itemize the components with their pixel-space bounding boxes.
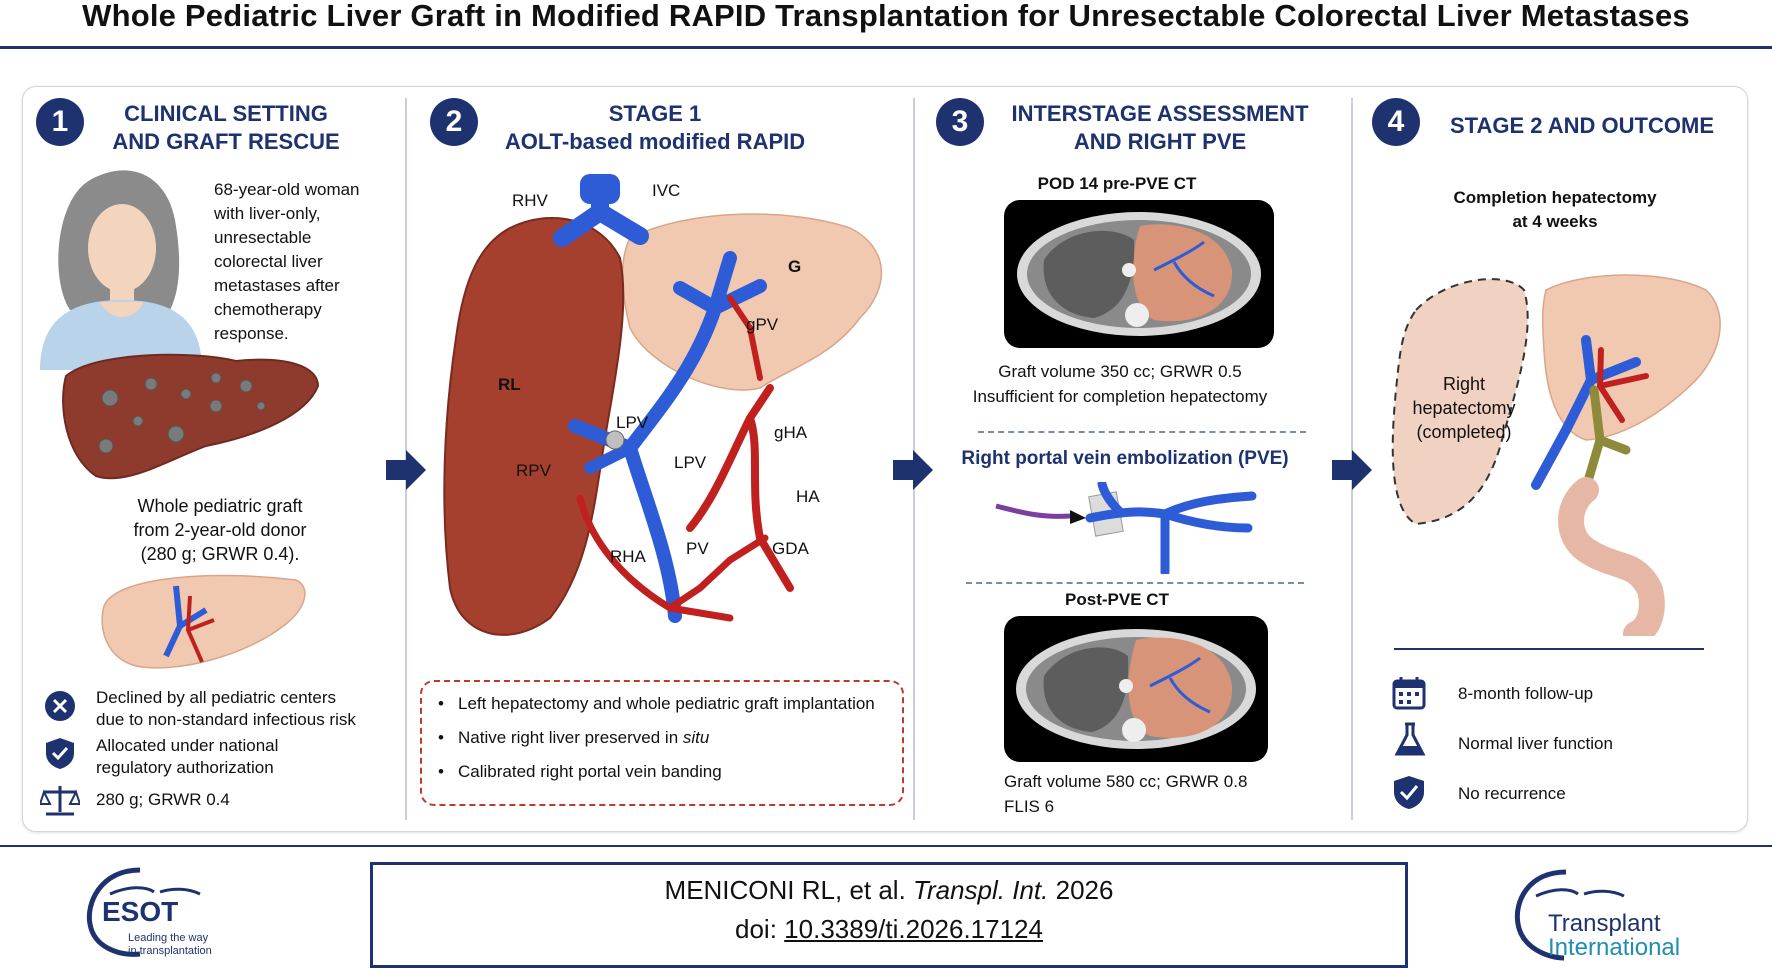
label-gda: GDA [772,539,810,558]
label-rl: RL [498,375,521,394]
title-rule [0,46,1772,49]
label-gpv: gPV [746,315,779,334]
metastatic-liver-illustration [62,353,320,480]
ct2-volume: Graft volume 580 cc; GRWR 0.8 [1004,772,1248,791]
graft-description: Whole pediatric graft from 2-year-old do… [133,496,307,564]
resected-right-liver [1391,278,1529,526]
label-rha: RHA [610,547,647,566]
section-1-number: 1 [36,98,84,146]
patient-illustration [40,170,202,370]
ti-logo-line1: Transplant [1548,910,1661,937]
separator [966,582,1304,584]
citation-text: MENICONI RL, et al. Transpl. Int. 2026 [664,875,1114,905]
label-lpv-1: LPV [616,413,649,432]
ct1-volume: Graft volume 350 cc; GRWR 0.5 [998,362,1242,381]
section-4-heading: STAGE 2 AND OUTCOME [1449,113,1714,138]
scale-icon [40,786,80,816]
esot-logo-name: ESOT [102,896,179,927]
ct1-scan-image [1004,200,1274,348]
followup-text: 8-month follow-up [1458,684,1594,703]
shield-check-icon [46,738,74,769]
ct2-scan-image [1004,616,1268,762]
citation-box: MENICONI RL, et al. Transpl. Int. 2026 d… [370,862,1408,968]
label-rpv: RPV [516,461,552,480]
section-3-number: 3 [936,98,984,146]
label-lpv-2: LPV [674,453,707,472]
shield-check-icon [1394,776,1424,809]
ct2-title: Post-PVE CT [1065,590,1169,609]
ct2-flis: FLIS 6 [1004,797,1055,816]
stage1-bullet-box: Left hepatectomy and whole pediatric gra… [420,680,904,806]
label-g: G [788,257,801,276]
graft-weight-text: 280 g; GRWR 0.4 [96,790,230,809]
page-title: Whole Pediatric Liver Graft in Modified … [82,0,1690,33]
flask-icon [1394,722,1426,756]
pve-illustration [995,482,1257,574]
pve-title: Right portal vein embolization (PVE) [961,448,1289,469]
ct1-assessment: Insufficient for completion hepatectomy [972,387,1268,406]
bullet-2: Native right liver preserved in situ [458,728,710,747]
section-4-number: 4 [1372,98,1420,146]
stage2-outcome-diagram [1391,274,1721,636]
ti-logo-line2: International [1548,934,1681,961]
graft-lobe [621,213,882,391]
arrow-right-icon [1332,450,1372,490]
bullet-1: Left hepatectomy and whole pediatric gra… [458,694,875,713]
doi-link[interactable]: 10.3389/ti.2026.17124 [784,914,1043,944]
footer-rule [0,845,1772,847]
liver-function-text: Normal liver function [1458,734,1613,753]
label-pv: PV [686,539,709,558]
patient-description: 68-year-old woman with liver-only, unres… [214,180,360,343]
label-gha: gHA [774,423,808,442]
esot-logo [86,867,201,957]
ct1-title: POD 14 pre-PVE CT [1037,174,1197,193]
x-circle-icon [45,691,75,721]
section-2-number: 2 [430,98,478,146]
calendar-icon [1392,677,1426,710]
bullet-3: Calibrated right portal vein banding [458,762,722,781]
label-ha: HA [796,487,820,506]
recurrence-text: No recurrence [1458,784,1566,803]
label-rhv: RHV [512,191,549,210]
arrow-right-icon [893,450,933,490]
label-ivc: IVC [652,181,680,200]
doi-text: doi: 10.3389/ti.2026.17124 [735,914,1043,944]
stage1-anatomy-diagram: RHV IVC G gPV RL LPV LPV RPV gHA HA RHA … [443,174,882,636]
pediatric-graft-illustration [101,574,306,669]
separator [978,431,1306,433]
section-4-rule [1394,648,1704,650]
native-right-liver [443,217,625,636]
transplant-international-logo [1514,869,1625,961]
arrow-right-icon [386,450,426,490]
